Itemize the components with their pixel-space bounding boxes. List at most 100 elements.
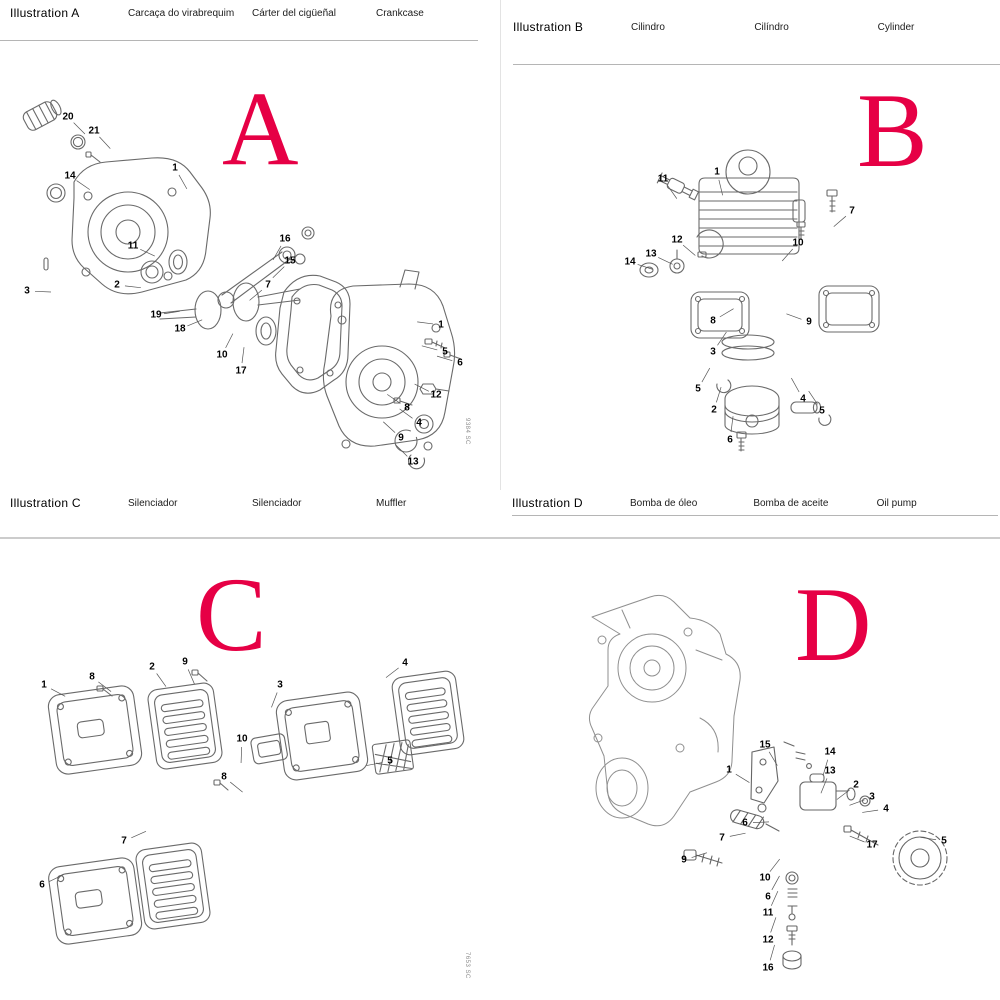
illustration-a-header: Illustration A Carcaça do virabrequim Cá… (0, 0, 500, 20)
illustration-b-header: Illustration B Cilindro Cilíndro Cylinde… (501, 0, 1000, 34)
part-name-es: Cilíndro (754, 22, 789, 33)
part-callout-21: 21 (88, 125, 100, 137)
part-callout-5: 5 (819, 405, 825, 417)
section-letter-a: A (222, 70, 299, 187)
oil-pump-parts (683, 741, 948, 970)
spark-plug (656, 172, 700, 201)
part-callout-4: 4 (416, 417, 422, 429)
muffler-shell-front (47, 685, 143, 775)
part-callout-10: 10 (216, 349, 228, 361)
part-callout-14: 14 (64, 170, 76, 182)
louver-cover-2 (391, 670, 465, 756)
muffler-shell-lower (48, 857, 143, 945)
part-callout-12: 12 (430, 389, 442, 401)
chain-sprocket (892, 830, 948, 886)
part-callout-2: 2 (853, 779, 859, 791)
part-callout-2: 2 (711, 404, 717, 416)
part-callout-15: 15 (759, 739, 771, 751)
part-callout-17: 17 (235, 365, 247, 377)
part-plug (22, 99, 62, 131)
louver-cover-3 (135, 842, 211, 930)
part-callout-8: 8 (710, 315, 716, 327)
part-callout-14: 14 (824, 746, 836, 758)
part-callout-8: 8 (89, 671, 95, 683)
part-callout-7: 7 (849, 205, 855, 217)
part-callout-1: 1 (41, 679, 47, 691)
section-divider (0, 537, 500, 539)
worm-gear (730, 809, 765, 830)
part-callout-13: 13 (824, 765, 836, 777)
part-callout-6: 6 (742, 817, 748, 829)
part-callout-12: 12 (762, 934, 774, 946)
part-callout-11: 11 (657, 173, 669, 185)
part-callout-6: 6 (727, 434, 733, 446)
crankcase-drawing (22, 99, 462, 470)
exhaust-gasket (250, 733, 288, 765)
part-callout-6: 6 (765, 891, 771, 903)
section-letter-c: C (196, 556, 267, 673)
part-callout-13: 13 (645, 248, 657, 260)
part-callout-5: 5 (695, 383, 701, 395)
part-callout-19: 19 (150, 309, 162, 321)
part-callout-16: 16 (762, 962, 774, 974)
part-callout-12: 12 (671, 234, 683, 246)
part-callout-7: 7 (121, 835, 127, 847)
header-divider (513, 64, 1000, 65)
section-divider (500, 537, 1000, 539)
louver-cover-1 (147, 682, 223, 770)
part-callout-4: 4 (800, 393, 806, 405)
part-name-pt: Silenciador (128, 498, 178, 509)
illustration-d-panel: Illustration D Bomba de óleo Bomba de ac… (500, 490, 1000, 1000)
part-callout-1: 1 (726, 764, 732, 776)
part-callout-7: 7 (719, 832, 725, 844)
part-name-es: Cárter del cigüeñal (252, 8, 336, 19)
illustration-title: Illustration D (512, 496, 583, 510)
part-name-es: Silenciador (252, 498, 302, 509)
illustration-c-panel: Illustration C Silenciador Silenciador M… (0, 490, 500, 1000)
oil-pump-drawing (588, 594, 948, 970)
part-name-pt: Carcaça do virabrequim (128, 8, 235, 19)
part-callout-3: 3 (277, 679, 283, 691)
part-callout-3: 3 (710, 346, 716, 358)
crankcase-left-half (71, 157, 211, 295)
part-callout-5: 5 (941, 835, 947, 847)
illustration-title: Illustration C (10, 496, 81, 510)
illustration-title: Illustration A (10, 6, 80, 20)
part-callout-20: 20 (62, 111, 74, 123)
spark-arrestor-screen (371, 739, 414, 775)
piston (724, 385, 780, 435)
part-callout-11: 11 (127, 240, 139, 252)
base-gasket (690, 291, 750, 339)
part-callout-9: 9 (806, 316, 812, 328)
illustration-title: Illustration B (513, 20, 584, 34)
part-callout-16: 16 (279, 233, 291, 245)
crankcase-right-half (322, 269, 456, 451)
second-gasket (818, 285, 880, 333)
part-callout-10: 10 (236, 733, 248, 745)
cylinder-drawing (637, 149, 880, 452)
part-callout-10: 10 (759, 872, 771, 884)
part-callout-11: 11 (762, 907, 774, 919)
part-callout-6: 6 (39, 879, 45, 891)
header-divider (512, 515, 998, 516)
part-callout-5: 5 (387, 755, 393, 767)
drawing-code: 7653 SC (464, 952, 470, 979)
part-callout-1: 1 (172, 162, 178, 174)
part-callout-8: 8 (221, 771, 227, 783)
part-callout-17: 17 (866, 839, 878, 851)
part-callout-7: 7 (265, 279, 271, 291)
part-callout-5: 5 (442, 346, 448, 358)
part-name-en: Crankcase (376, 8, 424, 19)
part-callout-14: 14 (624, 256, 636, 268)
illustration-a-panel: Illustration A Carcaça do virabrequim Cá… (0, 0, 500, 490)
part-name-en: Cylinder (877, 22, 915, 33)
muffler-shell-rear (275, 691, 369, 781)
part-callout-4: 4 (402, 657, 408, 669)
muffler-drawing (47, 667, 465, 945)
part-callout-10: 10 (792, 237, 804, 249)
part-callout-8: 8 (404, 402, 410, 414)
